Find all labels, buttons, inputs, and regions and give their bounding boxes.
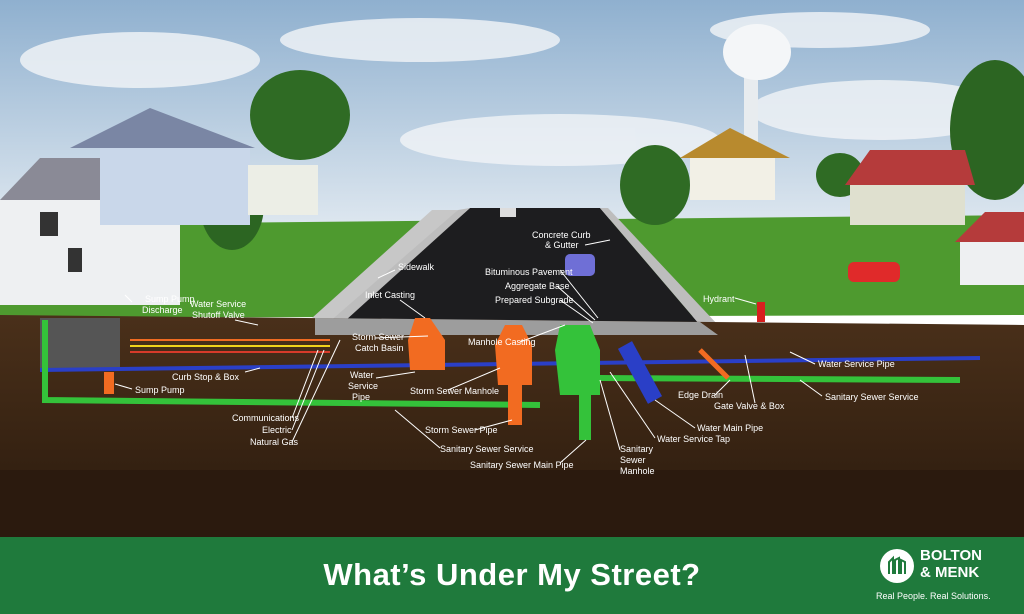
edge-drain bbox=[698, 348, 730, 380]
logo-mark-icon bbox=[880, 549, 914, 583]
label-manhole-casting: Manhole Casting bbox=[468, 337, 536, 347]
logo-line-2: & MENK bbox=[920, 564, 980, 581]
page-title: What’s Under My Street? bbox=[323, 557, 701, 592]
label-sump-pump: Sump Pump bbox=[135, 385, 185, 395]
label-water-service-tap: Water Service Tap bbox=[657, 434, 730, 444]
sump-pump bbox=[104, 372, 114, 394]
label-water-service-pipe-right: Water Service Pipe bbox=[818, 359, 895, 369]
trench-floor bbox=[0, 470, 1024, 537]
label-prepared-subgrade: Prepared Subgrade bbox=[495, 295, 574, 305]
sanitary-sewer-service-right-pipe bbox=[599, 375, 961, 383]
road-asphalt bbox=[330, 208, 700, 330]
label-sanitary-sewer-service-right: Sanitary Sewer Service bbox=[825, 392, 919, 402]
leader-lines bbox=[114, 239, 823, 464]
house-right-front bbox=[955, 212, 1024, 285]
storm-sewer-manhole bbox=[495, 325, 532, 385]
label-communications: Communications bbox=[232, 413, 300, 423]
fire-hydrant bbox=[757, 302, 765, 322]
house-right-mid bbox=[845, 150, 975, 225]
label-storm-sewer-manhole: Storm Sewer Manhole bbox=[410, 386, 499, 396]
label-sanitary-sewer-main-pipe: Sanitary Sewer Main Pipe bbox=[470, 460, 574, 470]
basement bbox=[40, 318, 120, 370]
house-left-back bbox=[70, 108, 318, 225]
label-hydrant: Hydrant bbox=[703, 294, 735, 304]
logo-wordmark: BOLTON & MENK bbox=[920, 547, 982, 581]
label-curb-stop-box: Curb Stop & Box bbox=[172, 372, 240, 382]
label-aggregate-base: Aggregate Base bbox=[505, 281, 570, 291]
label-concrete-curb: Concrete Curb& Gutter bbox=[532, 230, 591, 250]
logo-tagline: Real People. Real Solutions. bbox=[876, 591, 991, 601]
sidewalk bbox=[312, 210, 458, 318]
label-inlet-casting: Inlet Casting bbox=[365, 290, 415, 300]
label-natural-gas: Natural Gas bbox=[250, 437, 299, 447]
water-main-pipe bbox=[617, 341, 663, 404]
house-right-back bbox=[680, 128, 790, 200]
storm-sewer-catch-basin bbox=[408, 318, 445, 370]
sanitary-sewer-service-pipe bbox=[42, 320, 541, 408]
curb-left bbox=[320, 208, 470, 330]
label-edge-drain: Edge Drain bbox=[678, 390, 723, 400]
clouds bbox=[20, 12, 1010, 166]
curb-right bbox=[600, 208, 718, 325]
label-sidewalk: Sidewalk bbox=[398, 262, 435, 272]
label-gate-valve-box: Gate Valve & Box bbox=[714, 401, 785, 411]
car-far bbox=[500, 208, 516, 217]
car-blue bbox=[565, 254, 595, 276]
label-storm-sewer-pipe: Storm Sewer Pipe bbox=[425, 425, 498, 435]
water-tower bbox=[723, 24, 791, 150]
sanitary-sewer-manhole bbox=[555, 325, 600, 395]
label-electric: Electric bbox=[262, 425, 292, 435]
label-sanitary-sewer-service-left: Sanitary Sewer Service bbox=[440, 444, 534, 454]
logo-line-1: BOLTON bbox=[920, 547, 982, 564]
bolton-menk-logo: BOLTON & MENK Real People. Real Solution… bbox=[876, 547, 1010, 607]
car-red bbox=[848, 262, 900, 282]
label-water-main-pipe: Water Main Pipe bbox=[697, 423, 763, 433]
title-banner: What’s Under My Street? BOLTON & MENK Re… bbox=[0, 537, 1024, 614]
label-bituminous-pavement: Bituminous Pavement bbox=[485, 267, 573, 277]
